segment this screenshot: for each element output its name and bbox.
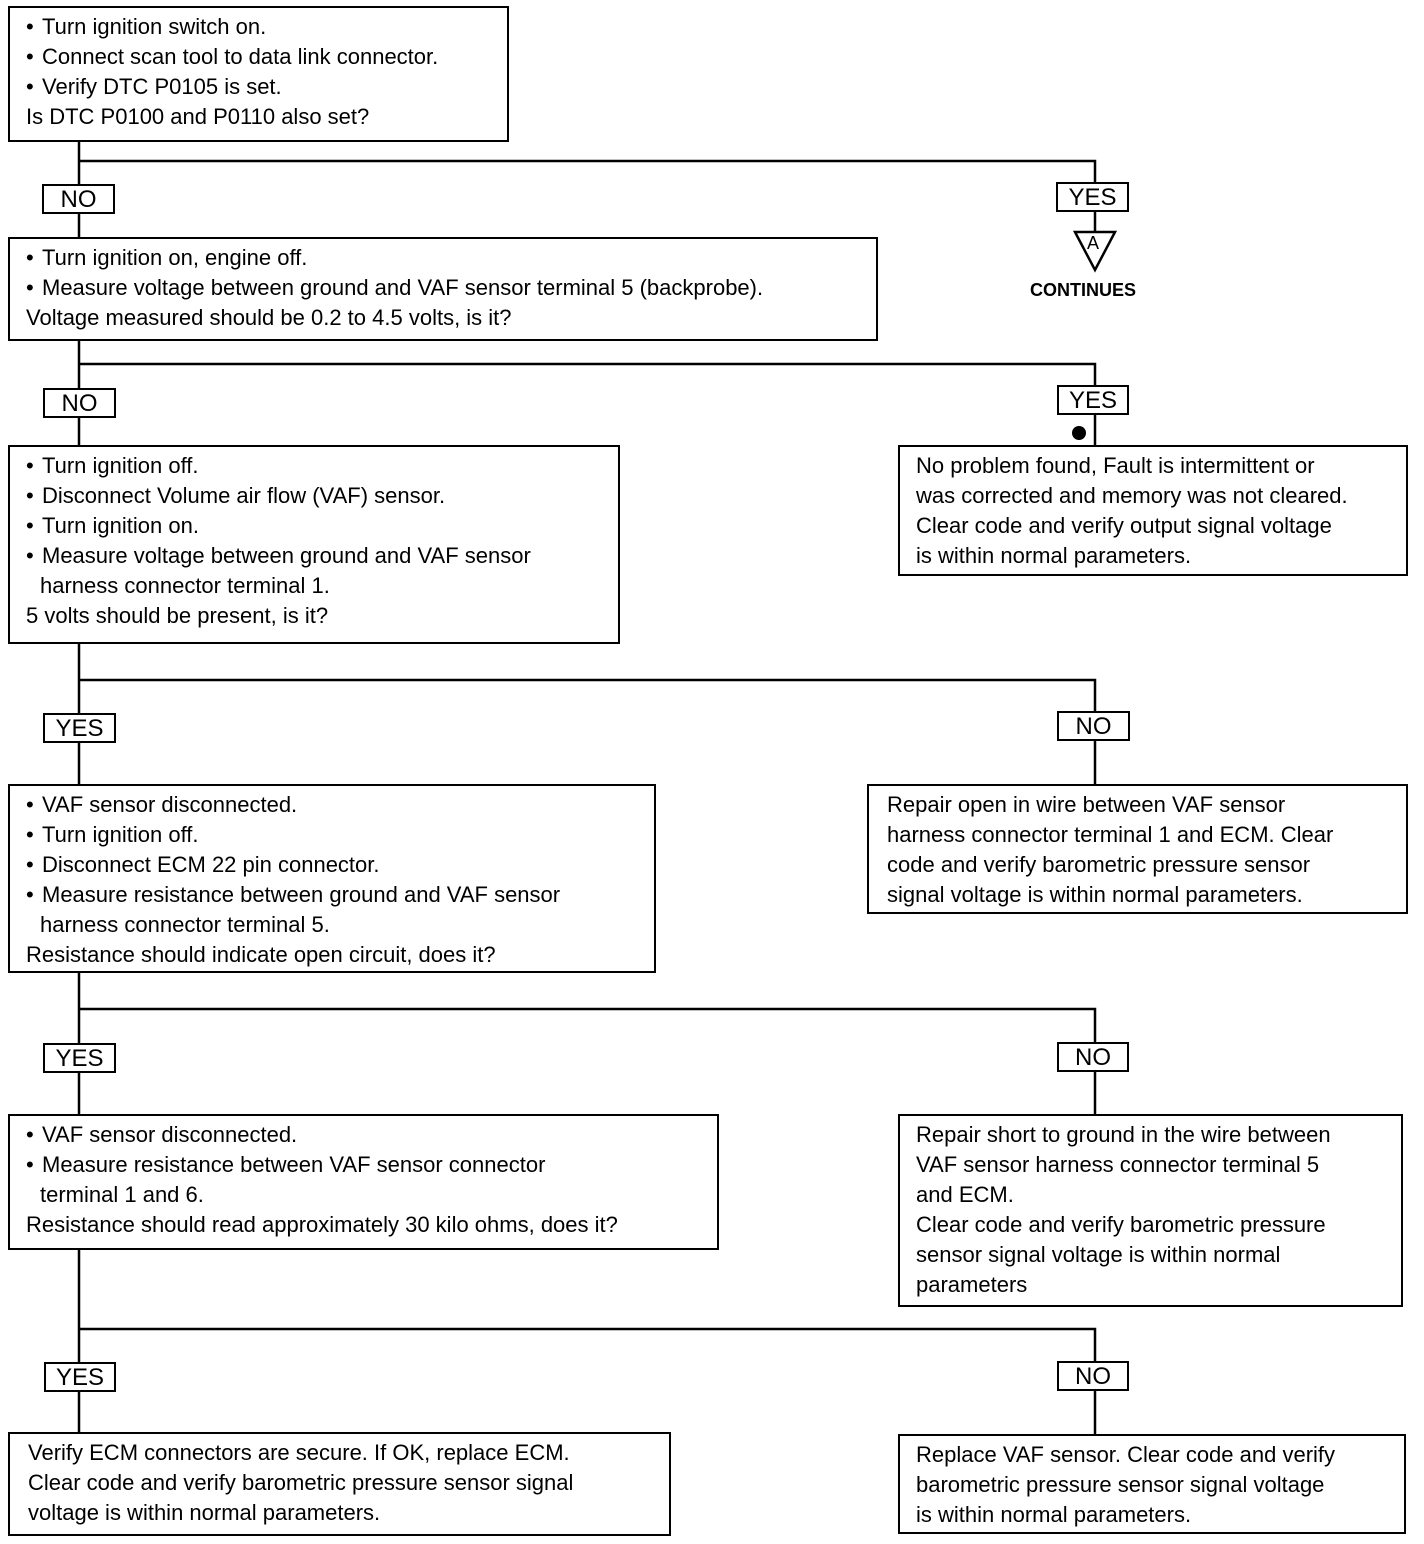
- step-box-4: VAF sensor disconnected. Turn ignition o…: [8, 784, 656, 973]
- yes-label-4: YES: [43, 1043, 116, 1073]
- continues-triangle: [1072, 230, 1118, 273]
- step-box-1: Turn ignition switch on. Connect scan to…: [8, 6, 509, 142]
- step-2-question: Voltage measured should be 0.2 to 4.5 vo…: [26, 305, 512, 330]
- result-2-line-3: code and verify barometric pressure sens…: [887, 852, 1311, 877]
- no-label-1: NO: [42, 184, 115, 214]
- no-label-5: NO: [1057, 1361, 1129, 1391]
- step-5-line-3: terminal 1 and 6.: [40, 1182, 204, 1207]
- step-5-line-2: Measure resistance between VAF sensor co…: [10, 1150, 717, 1180]
- result-4-line-2: barometric pressure sensor signal voltag…: [916, 1472, 1325, 1497]
- step-5-line-1: VAF sensor disconnected.: [10, 1120, 717, 1150]
- step-box-5: VAF sensor disconnected. Measure resista…: [8, 1114, 719, 1250]
- result-4-line-1: Replace VAF sensor. Clear code and verif…: [916, 1442, 1336, 1467]
- connector-letter: A: [1087, 233, 1100, 253]
- result-3-line-4: Clear code and verify barometric pressur…: [916, 1212, 1326, 1237]
- step-1-line-2: Connect scan tool to data link connector…: [10, 42, 507, 72]
- step-4-line-1: VAF sensor disconnected.: [10, 790, 654, 820]
- step-3-line-2: Disconnect Volume air flow (VAF) sensor.: [10, 481, 618, 511]
- step-2-line-2: Measure voltage between ground and VAF s…: [10, 273, 876, 303]
- continues-label: CONTINUES: [1030, 280, 1137, 300]
- result-1-line-1: No problem found, Fault is intermittent …: [916, 453, 1315, 478]
- result-3-line-5: sensor signal voltage is within normal: [916, 1242, 1281, 1267]
- step-box-6: Verify ECM connectors are secure. If OK,…: [8, 1432, 671, 1536]
- step-4-line-5: harness connector terminal 5.: [40, 912, 330, 937]
- step-1-question: Is DTC P0100 and P0110 also set?: [26, 104, 370, 129]
- step-box-2: Turn ignition on, engine off. Measure vo…: [8, 237, 878, 341]
- result-2-line-4: signal voltage is within normal paramete…: [887, 882, 1303, 907]
- step-6-line-3: voltage is within normal parameters.: [28, 1500, 381, 1525]
- result-1-line-3: Clear code and verify output signal volt…: [916, 513, 1332, 538]
- result-1-line-4: is within normal parameters.: [916, 543, 1192, 568]
- result-4-line-3: is within normal parameters.: [916, 1502, 1192, 1527]
- yes-label-5: YES: [44, 1362, 116, 1392]
- step-6-line-2: Clear code and verify barometric pressur…: [28, 1470, 574, 1495]
- result-box-3: Repair short to ground in the wire betwe…: [898, 1114, 1403, 1307]
- result-3-line-1: Repair short to ground in the wire betwe…: [916, 1122, 1331, 1147]
- junction-dot: [1072, 426, 1086, 440]
- no-label-3: NO: [1057, 711, 1130, 741]
- step-4-line-4: Measure resistance between ground and VA…: [10, 880, 654, 910]
- result-2-line-1: Repair open in wire between VAF sensor: [887, 792, 1286, 817]
- step-1-line-1: Turn ignition switch on.: [10, 12, 507, 42]
- step-box-3: Turn ignition off. Disconnect Volume air…: [8, 445, 620, 644]
- yes-label-2: YES: [1057, 385, 1129, 415]
- step-3-line-5: harness connector terminal 1.: [40, 573, 330, 598]
- step-4-line-2: Turn ignition off.: [10, 820, 654, 850]
- result-3-line-2: VAF sensor harness connector terminal 5: [916, 1152, 1320, 1177]
- step-4-question: Resistance should indicate open circuit,…: [26, 942, 496, 967]
- result-box-2: Repair open in wire between VAF sensor h…: [867, 784, 1408, 914]
- step-1-line-3: Verify DTC P0105 is set.: [10, 72, 507, 102]
- result-1-line-2: was corrected and memory was not cleared…: [916, 483, 1348, 508]
- step-3-question: 5 volts should be present, is it?: [26, 603, 329, 628]
- yes-label-3: YES: [43, 713, 116, 743]
- step-6-line-1: Verify ECM connectors are secure. If OK,…: [28, 1440, 570, 1465]
- result-2-line-2: harness connector terminal 1 and ECM. Cl…: [887, 822, 1334, 847]
- step-2-line-1: Turn ignition on, engine off.: [10, 243, 876, 273]
- step-5-question: Resistance should read approximately 30 …: [26, 1212, 618, 1237]
- no-label-4: NO: [1057, 1042, 1129, 1072]
- result-box-4: Replace VAF sensor. Clear code and verif…: [898, 1434, 1406, 1534]
- step-3-line-4: Measure voltage between ground and VAF s…: [10, 541, 618, 571]
- result-box-1: No problem found, Fault is intermittent …: [898, 445, 1408, 576]
- result-3-line-3: and ECM.: [916, 1182, 1014, 1207]
- yes-label-1: YES: [1056, 182, 1129, 212]
- step-3-line-1: Turn ignition off.: [10, 451, 618, 481]
- result-3-line-6: parameters: [916, 1272, 1028, 1297]
- no-label-2: NO: [43, 388, 116, 418]
- step-3-line-3: Turn ignition on.: [10, 511, 618, 541]
- step-4-line-3: Disconnect ECM 22 pin connector.: [10, 850, 654, 880]
